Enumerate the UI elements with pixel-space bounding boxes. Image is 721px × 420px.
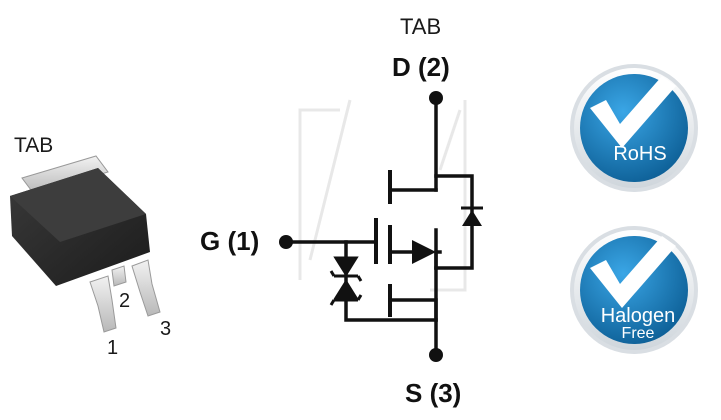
checkmark-icon bbox=[590, 76, 676, 148]
pin-2-label: 2 bbox=[119, 290, 131, 312]
pin-3-label: 3 bbox=[160, 318, 172, 340]
package-tab-label: TAB bbox=[14, 134, 54, 157]
schematic-tab-label: TAB bbox=[400, 14, 442, 39]
drain-terminal bbox=[429, 91, 443, 105]
pin-1-label: 1 bbox=[107, 337, 119, 359]
source-terminal bbox=[429, 348, 443, 362]
source-label: S (3) bbox=[405, 378, 462, 408]
halogen-badge-text-line2: Free bbox=[622, 325, 655, 342]
body-arrow bbox=[412, 240, 436, 264]
rohs-badge-text: RoHS bbox=[613, 143, 666, 165]
package-tab bbox=[21, 155, 109, 195]
halogen-free-badge: Halogen Free bbox=[570, 226, 698, 354]
rohs-badge: RoHS bbox=[570, 64, 698, 192]
gate-label: G (1) bbox=[200, 226, 260, 256]
halogen-badge-text-line1: Halogen bbox=[601, 305, 676, 327]
gate-zener-diodes bbox=[329, 256, 363, 306]
body-diode bbox=[461, 206, 483, 226]
checkmark-icon bbox=[590, 236, 676, 308]
gate-terminal bbox=[279, 235, 293, 249]
package-leads bbox=[89, 259, 161, 333]
watermark bbox=[298, 99, 467, 292]
drain-label: D (2) bbox=[392, 52, 450, 82]
